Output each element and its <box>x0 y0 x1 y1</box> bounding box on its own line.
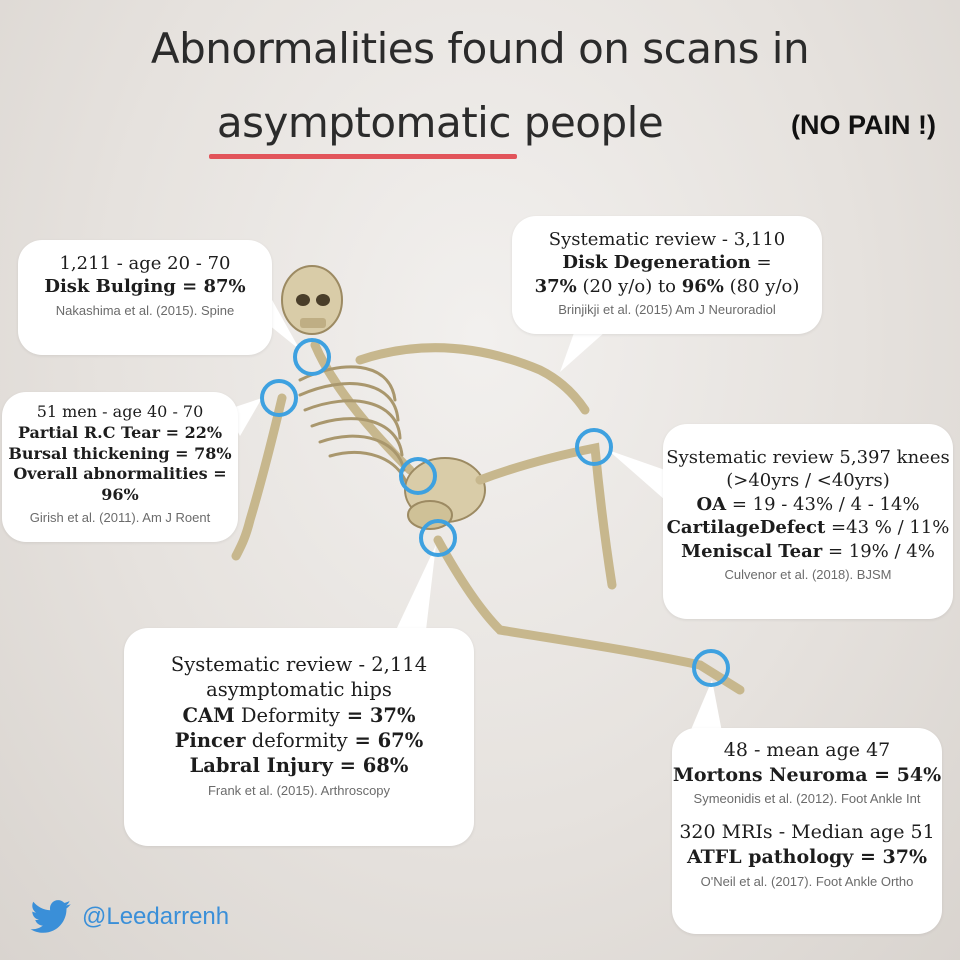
shoulder-citation: Girish et al. (2011). Am J Roent <box>29 509 211 525</box>
spine-v2: 96% <box>681 275 724 297</box>
callout-foot: 48 - mean age 47 Mortons Neuroma = 54% S… <box>672 728 942 934</box>
knee-groups: (>40yrs / <40yrs) <box>726 470 890 492</box>
knee-cartilage: CartilageDefect <box>666 517 826 539</box>
hip-subject: asymptomatic hips <box>206 678 392 702</box>
right-arm <box>355 343 590 415</box>
shoulder-bursal: Bursal thickening = 78% <box>8 443 232 463</box>
pointer-hip <box>396 545 436 630</box>
twitter-handle-text[interactable]: @Leedarrenh <box>82 903 230 930</box>
spine-citation: Brinjikji et al. (2015) Am J Neuroradiol <box>558 302 776 318</box>
neck-value: = 87% <box>175 276 246 298</box>
title-highlight: asymptomatic <box>208 98 518 159</box>
shoulder-rc-tear: Partial R.C Tear = 22% <box>17 422 223 442</box>
spine-v1: 37% <box>534 275 577 297</box>
pointer-spine <box>560 330 605 372</box>
spine-tail: (80 y/o) <box>723 275 800 297</box>
ring-spine <box>399 457 437 495</box>
neck-cohort: 1,211 - age 20 - 70 <box>59 253 231 274</box>
hip-cam: CAM <box>182 703 235 727</box>
ring-hip <box>419 519 457 557</box>
knee-oa: OA <box>696 493 727 515</box>
spine-finding: Disk Degeneration <box>562 252 751 274</box>
spine-cohort: Systematic review - 3,110 <box>548 229 786 250</box>
callout-shoulder: 51 men - age 40 - 70 Partial R.C Tear = … <box>2 392 238 542</box>
callout-knee: Systematic review 5,397 knees (>40yrs / … <box>663 424 953 619</box>
knee-meniscal-value: = 19% / 4% <box>822 540 935 562</box>
foot-citation-1: Symeonidis et al. (2012). Foot Ankle Int <box>693 791 921 807</box>
ring-neck <box>293 338 331 376</box>
hip-pincer: Pincer <box>174 729 246 753</box>
right-leg <box>475 442 617 590</box>
spine-eq: = <box>750 252 772 274</box>
twitter-handle[interactable]: @Leedarrenh <box>30 900 229 934</box>
callout-neck: 1,211 - age 20 - 70 Disk Bulging = 87% N… <box>18 240 272 355</box>
title-line-2: asymptomatic people <box>0 98 920 159</box>
callout-spine: Systematic review - 3,110 Disk Degenerat… <box>512 216 822 334</box>
hip-cam-value: = 37% <box>339 703 416 727</box>
foot-cohort-1: 48 - mean age 47 <box>723 739 891 761</box>
pointer-knee <box>608 450 665 500</box>
foot-mortons: Mortons Neuroma = 54% <box>672 763 942 786</box>
foot-atfl: ATFL pathology <box>686 845 854 868</box>
foot-citation-2: O'Neil et al. (2017). Foot Ankle Ortho <box>700 873 914 889</box>
no-pain-label: (NO PAIN !) <box>791 110 936 140</box>
ring-foot <box>692 649 730 687</box>
hip-cam-mid: Deformity <box>234 703 340 727</box>
knee-oa-value: = 19 - 43% / 4 - 14% <box>726 493 920 515</box>
callout-hip: Systematic review - 2,114 asymptomatic h… <box>124 628 474 846</box>
spine-mid: (20 y/o) to <box>576 275 682 297</box>
rib-cage <box>298 365 408 484</box>
title-rest: people <box>510 98 664 147</box>
shoulder-overall: Overall abnormalities = 96% <box>13 464 227 505</box>
knee-cohort: Systematic review 5,397 knees <box>666 447 950 468</box>
hip-cohort: Systematic review - 2,114 <box>170 653 428 676</box>
skull <box>281 265 343 335</box>
neck-citation: Nakashima et al. (2015). Spine <box>55 302 235 318</box>
hip-citation: Frank et al. (2015). Arthroscopy <box>207 782 391 798</box>
foot-cohort-2: 320 MRIs - Median age 51 <box>679 821 935 844</box>
ring-shoulder <box>260 379 298 417</box>
neck-finding: Disk Bulging <box>44 276 176 298</box>
title-line-1: Abnormalities found on scans in <box>150 24 810 73</box>
knee-cartilage-value: =43 % / 11% <box>825 517 950 539</box>
left-arm <box>231 393 287 561</box>
hip-labral-value: = 68% <box>332 754 409 778</box>
shoulder-cohort: 51 men - age 40 - 70 <box>36 402 204 421</box>
twitter-bird-icon <box>30 900 71 933</box>
knee-citation: Culvenor et al. (2018). BJSM <box>724 566 892 582</box>
hip-pincer-value: = 67% <box>347 729 424 753</box>
left-leg <box>433 535 705 670</box>
hip-pincer-mid: deformity <box>245 729 348 753</box>
ring-knee <box>575 428 613 466</box>
pointer-foot <box>690 680 722 732</box>
foot-atfl-value: = 37% <box>853 845 928 868</box>
hip-labral: Labral Injury <box>189 754 333 778</box>
knee-meniscal: Meniscal Tear <box>681 540 823 562</box>
